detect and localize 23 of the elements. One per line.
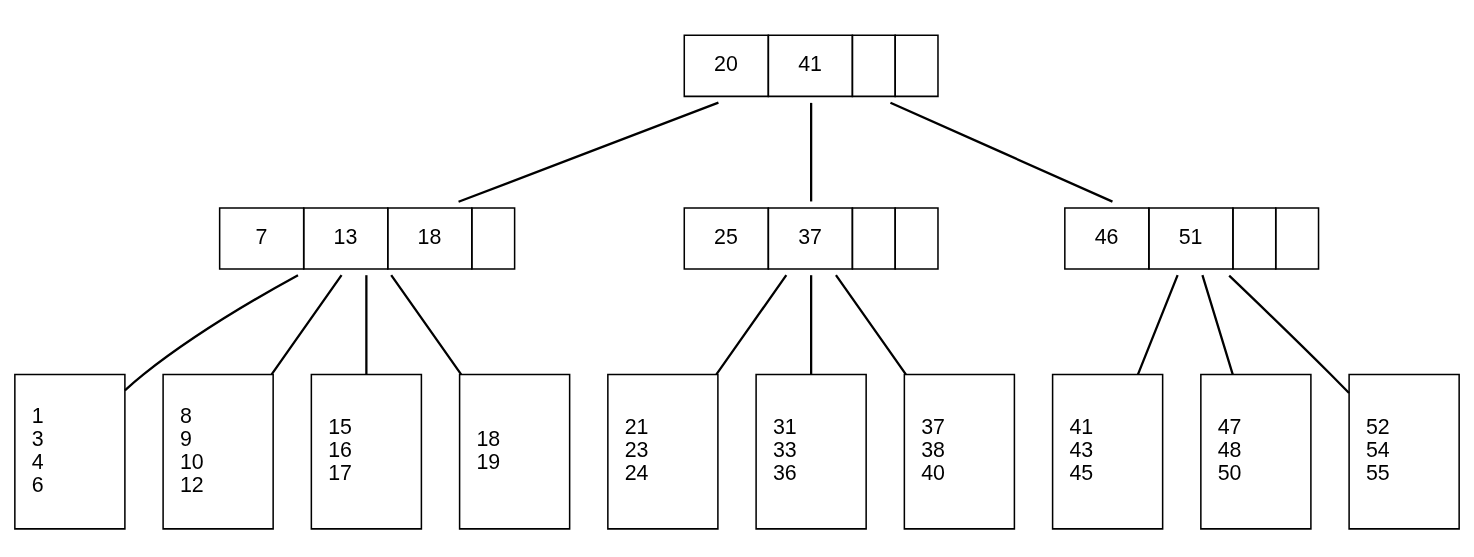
node-box: 52 54 55 [1348, 373, 1460, 530]
node-box: 8 9 10 12 [162, 373, 274, 530]
node-box: 1 3 4 6 [14, 373, 126, 530]
connector [1136, 274, 1179, 375]
connector [365, 274, 368, 374]
connector [458, 101, 719, 203]
connector [715, 274, 788, 375]
connector [1228, 274, 1350, 394]
node-box: 18 19 [458, 373, 571, 530]
node-box: 15 16 17 [310, 373, 423, 530]
connector [810, 274, 813, 374]
node-box: 41 43 45 [1051, 373, 1164, 530]
connector [890, 101, 1113, 203]
node-box: 47 48 50 [1200, 373, 1312, 530]
connector [390, 274, 463, 375]
connector [835, 274, 907, 375]
connector [1201, 274, 1234, 375]
connector [270, 274, 343, 375]
node-box: 21 23 24 [607, 373, 719, 530]
connector [124, 273, 299, 391]
node-box: 37 38 40 [903, 373, 1016, 530]
connector [810, 102, 813, 201]
node-box: 31 33 36 [755, 373, 867, 530]
